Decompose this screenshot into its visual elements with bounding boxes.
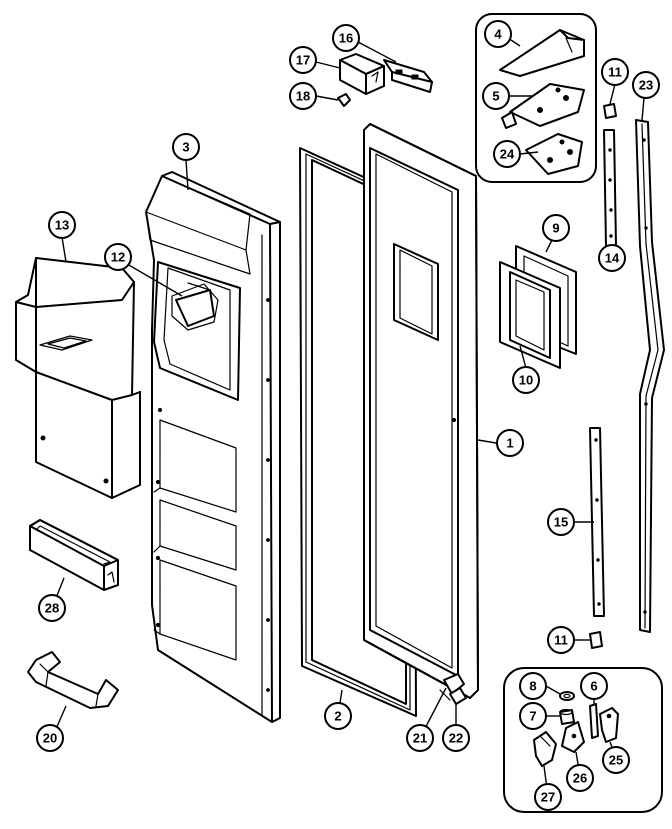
callout-6: 6 [580,672,608,700]
part-8-washer [559,691,575,701]
part-24-plate [525,133,583,175]
part-18-screw [337,93,351,107]
callout-25: 25 [602,746,630,774]
callout-2: 2 [324,702,352,730]
callout-10: 10 [512,366,540,394]
part-14-upper-strip [603,129,617,247]
callout-22: 22 [442,724,470,752]
callout-18: 18 [289,82,317,110]
part-17-hinge-block [339,53,385,95]
callout-23-label: 23 [639,78,653,93]
callout-7: 7 [519,702,547,730]
callout-14: 14 [598,244,626,272]
part-15-lower-strip [589,427,605,617]
callout-17-label: 17 [296,53,310,68]
callout-20-label: 20 [43,731,57,746]
callout-26: 26 [566,764,594,792]
callout-3: 3 [172,133,200,161]
callout-12: 12 [104,243,132,271]
callout-16: 16 [332,24,360,52]
callout-20: 20 [36,724,64,752]
callout-4: 4 [484,20,512,48]
callout-7-label: 7 [529,709,536,724]
part-1-door-shell [363,123,479,699]
callout-15: 15 [547,508,575,536]
callout-18-label: 18 [296,89,310,104]
callout-15-label: 15 [554,515,568,530]
callout-16-label: 16 [339,31,353,46]
callout-8: 8 [519,672,547,700]
screw-holes [155,298,270,692]
callout-11-lower: 11 [547,626,575,654]
callout-24: 24 [493,140,521,168]
callout-22-label: 22 [449,731,463,746]
callout-5-label: 5 [492,89,499,104]
callout-9: 9 [542,214,570,242]
callout-5: 5 [482,82,510,110]
callout-1-label: 1 [506,436,513,451]
part-5-plate [501,83,585,129]
callout-21-label: 21 [413,731,427,746]
callout-23: 23 [632,71,660,99]
callout-6-label: 6 [590,679,597,694]
part-27-hinge [533,731,557,767]
callout-10-label: 10 [519,373,533,388]
callout-4-label: 4 [494,27,502,42]
callout-26-label: 26 [573,771,587,786]
callout-12-label: 12 [111,250,125,265]
callout-28-label: 28 [45,601,59,616]
part-21-22-hinge [439,673,467,705]
callout-14-label: 14 [605,251,620,266]
part-11-clip-lower [589,631,603,649]
callout-27: 27 [534,783,562,811]
part-10-frame [499,261,561,369]
part-6-pin [589,703,599,739]
callout-13: 13 [48,211,76,239]
callout-27-label: 27 [541,790,555,805]
inset-group-4-5-24 [475,13,597,183]
part-16-hinge-cap [383,59,433,93]
callout-11-upper: 11 [601,58,629,86]
part-4-cover [499,29,585,77]
part-7-bushing [559,708,575,725]
callout-1: 1 [496,429,524,457]
callout-11-lower-label: 11 [554,633,568,648]
callout-8-label: 8 [529,679,536,694]
callout-25-label: 25 [609,753,623,768]
part-11-clip-upper [603,103,617,119]
part-23-trim-strip [635,119,665,633]
callout-24-label: 24 [500,147,515,162]
part-20-bracket [27,651,119,709]
part-13-dispenser-cover [15,257,141,499]
callout-9-label: 9 [552,221,559,236]
part-3-door-panel [145,171,281,723]
part-28-drip-tray [29,519,119,591]
callout-2-label: 2 [334,709,341,724]
part-25-hinge-bracket [599,707,619,743]
part-26-bracket [561,721,585,753]
inset-group-6-7-8-25-26-27 [503,667,663,813]
callout-3-label: 3 [182,140,189,155]
callout-11-upper-label: 11 [608,65,622,80]
callout-21: 21 [406,724,434,752]
callout-13-label: 13 [55,218,69,233]
callout-17: 17 [289,46,317,74]
callout-28: 28 [38,594,66,622]
